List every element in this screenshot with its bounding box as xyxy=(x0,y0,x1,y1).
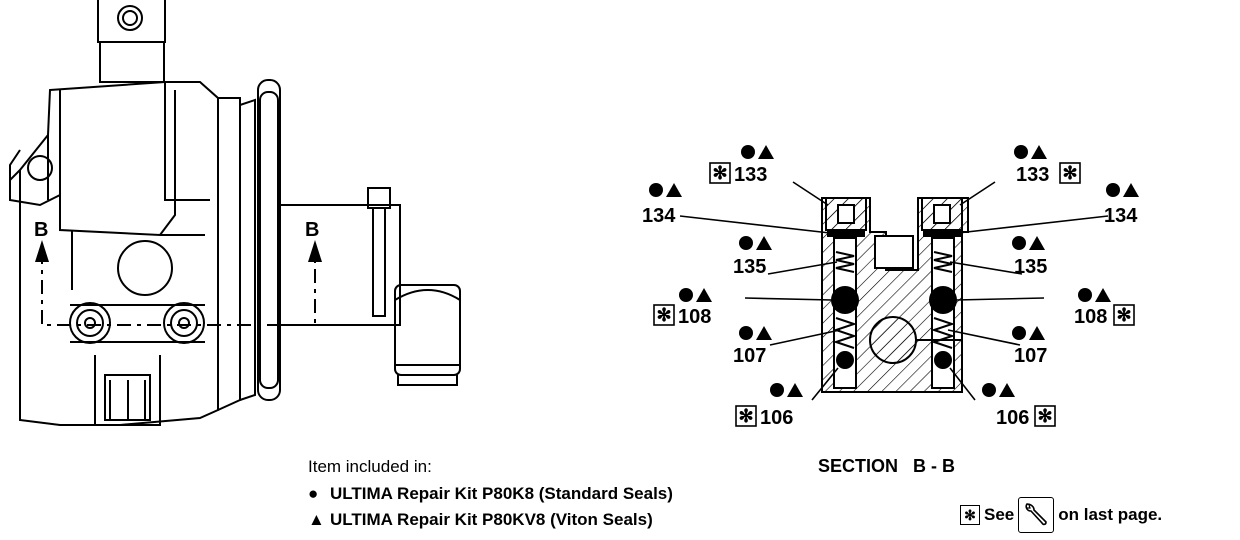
section-marker-right: B xyxy=(305,219,319,241)
callout-135-right: 135 xyxy=(1014,256,1047,278)
svg-text:✻: ✻ xyxy=(712,163,727,183)
legend-heading: Item included in: xyxy=(308,457,432,477)
section-marker-left: B xyxy=(34,219,48,241)
triangle-marker-icon: ▲ xyxy=(308,510,325,529)
see-text: See xyxy=(984,505,1015,524)
callout-106-left: 106 xyxy=(760,407,793,429)
callout-133-right: 133 xyxy=(1016,164,1049,186)
see-note: ✻ See on last page. xyxy=(960,497,1162,533)
wrench-icon xyxy=(1018,497,1055,533)
valve-side-view xyxy=(9,0,461,426)
callout-134-left: 134 xyxy=(642,205,676,227)
legend-kit-viton-text: ULTIMA Repair Kit P80KV8 (Viton Seals) xyxy=(330,510,653,529)
asterisk-glyphs: ✻ ✻ ✻ ✻ ✻ ✻ xyxy=(656,163,1131,426)
suffix-text: on last page. xyxy=(1058,505,1163,524)
callout-108-right: 108 xyxy=(1074,306,1107,328)
legend-kit-standard-text: ULTIMA Repair Kit P80K8 (Standard Seals) xyxy=(330,484,673,503)
svg-text:✻: ✻ xyxy=(656,305,671,325)
legend-kit-standard: ● ULTIMA Repair Kit P80K8 (Standard Seals… xyxy=(308,484,673,504)
callout-107-left: 107 xyxy=(733,345,766,367)
legend-heading-text: Item included in: xyxy=(308,457,432,476)
svg-text:✻: ✻ xyxy=(1037,406,1052,426)
svg-text:✻: ✻ xyxy=(1116,305,1131,325)
section-view xyxy=(821,197,969,393)
callout-108-left: 108 xyxy=(678,306,711,328)
callout-135-left: 135 xyxy=(733,256,766,278)
leader-lines xyxy=(679,181,1109,401)
asterisk-box-icon: ✻ xyxy=(960,505,980,525)
callout-134-right: 134 xyxy=(1104,205,1138,227)
asterisk-box-icon xyxy=(653,162,1135,427)
circle-marker-icon: ● xyxy=(308,484,319,503)
svg-text:✻: ✻ xyxy=(738,406,753,426)
svg-text:✻: ✻ xyxy=(1062,163,1077,183)
section-title: SECTION B - B xyxy=(818,456,955,476)
callout-107-right: 107 xyxy=(1014,345,1047,367)
callout-106-right: 106 xyxy=(996,407,1029,429)
legend-kit-viton: ▲ ULTIMA Repair Kit P80KV8 (Viton Seals) xyxy=(308,510,653,530)
callout-133-left: 133 xyxy=(734,164,767,186)
